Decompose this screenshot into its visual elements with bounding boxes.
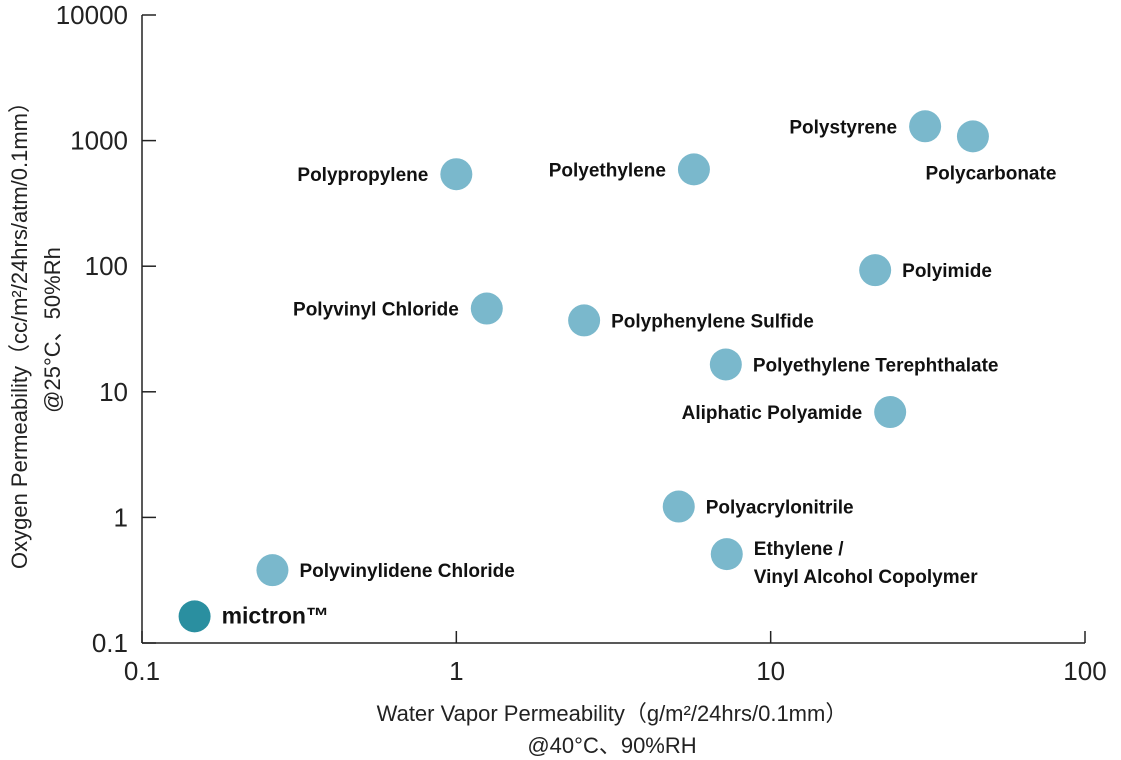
data-point-label: mictron™ (222, 602, 329, 628)
data-point-label: Polyethylene Terephthalate (753, 355, 999, 376)
data-point (874, 396, 907, 429)
x-tick-label: 1 (449, 656, 463, 686)
data-point (909, 110, 942, 143)
data-point-label: Polyvinyl Chloride (293, 300, 459, 321)
data-point-label: Polypropylene (297, 165, 428, 186)
data-point-label: Polycarbonate (925, 163, 1056, 184)
y-tick-label: 10 (99, 377, 128, 407)
data-point (440, 158, 473, 191)
y-tick-label: 100 (85, 251, 128, 281)
y-axis-label-condition: @25°C、50%Rh (40, 247, 65, 413)
data-point-label: Polystyrene (789, 117, 897, 138)
data-point (677, 153, 710, 186)
y-tick-label: 10000 (56, 0, 128, 30)
x-tick-label: 10 (756, 656, 785, 686)
data-point-label: Polyimide (902, 261, 992, 282)
data-point-label: Polyethylene (549, 160, 666, 181)
data-point-label: Polyvinylidene Chloride (299, 561, 514, 582)
y-tick-label: 1 (114, 502, 128, 532)
x-axis-label-condition: @40°C、90%RH (527, 733, 696, 758)
x-tick-label: 0.1 (124, 656, 160, 686)
x-axis-label: Water Vapor Permeability（g/m²/24hrs/0.1m… (377, 701, 848, 726)
data-point (709, 348, 742, 381)
data-point (568, 304, 601, 337)
data-point-label: Aliphatic Polyamide (682, 403, 863, 424)
y-tick-label: 1000 (70, 126, 128, 156)
data-point (956, 120, 989, 153)
x-tick-label: 100 (1063, 656, 1106, 686)
y-axis-label: Oxygen Permeability（cc/m²/24hrs/atm/0.1m… (7, 91, 32, 569)
data-point-label: Ethylene / (754, 539, 844, 560)
data-point-label: Polyphenylene Sulfide (611, 311, 814, 332)
data-point (178, 600, 211, 633)
axes: 0.1 1 10 100 0.1 1 10 100 1000 10000 (56, 0, 1107, 686)
y-tick-label: 0.1 (92, 628, 128, 658)
data-point (662, 490, 695, 523)
data-point-label-line2: Vinyl Alcohol Copolymer (754, 567, 978, 588)
data-point (470, 292, 503, 325)
data-point (859, 254, 892, 287)
data-point (256, 554, 289, 587)
data-point (710, 538, 743, 571)
data-point-label: Polyacrylonitrile (706, 498, 854, 519)
